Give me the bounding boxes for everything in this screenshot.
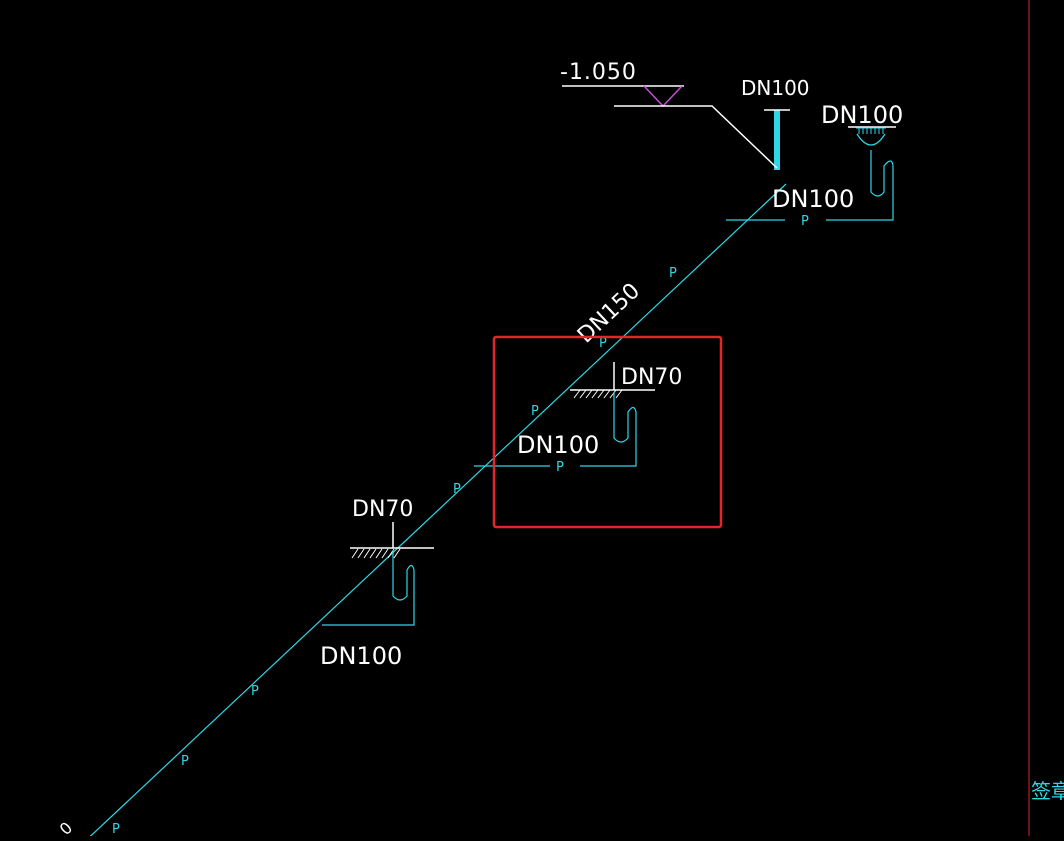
- branch-low-size-label: DN100: [320, 642, 402, 670]
- fixture-size-label: DN70: [621, 365, 682, 390]
- fixture-dn70-mid: DN70: [570, 362, 682, 467]
- trap-pipe: [322, 550, 415, 626]
- branch-top-size-label: DN100: [772, 185, 854, 213]
- trap-pipe: [826, 150, 894, 221]
- floor-drain-grate-icon: [856, 127, 886, 134]
- fixture-hatch-icon: [573, 389, 623, 399]
- pipe-code-marker: P: [453, 482, 461, 497]
- pipe-code-marker: P: [112, 822, 120, 836]
- floor-drain-top-right: DN100: [821, 101, 903, 221]
- pipe-code-marker: P: [801, 214, 809, 229]
- highlight-box[interactable]: [492, 335, 723, 529]
- stamp-label: 签章: [1031, 779, 1064, 803]
- pipe-code-marker: P: [251, 684, 259, 699]
- main-pipe-line: [84, 183, 787, 841]
- fixture-hatch-icon: [351, 548, 401, 559]
- pipe-code-marker: P: [556, 460, 564, 475]
- elevation-triangle-icon: [643, 85, 683, 108]
- pipe-code-markers: P P P P P P P: [112, 266, 677, 837]
- elevation-text: -1.050: [560, 60, 637, 85]
- riser-size-label: DN100: [741, 76, 810, 100]
- fixture-dn70-low: DN70: [322, 497, 434, 626]
- fixture-size-label: DN70: [352, 497, 413, 522]
- floor-drain-bowl-icon: [856, 133, 886, 146]
- pipe-code-marker: P: [669, 266, 677, 281]
- pipe-code-marker: P: [599, 336, 607, 351]
- floor-drain-size-label: DN100: [821, 101, 903, 129]
- cut-off-label: 0: [56, 818, 76, 836]
- pipe-code-marker: P: [181, 754, 189, 769]
- elevation-leader-line: [614, 105, 778, 169]
- pipe-code-marker: P: [531, 404, 539, 419]
- branch-mid-size-label: DN100: [517, 431, 599, 459]
- elevation-marker: -1.050: [560, 60, 778, 169]
- trap-pipe: [580, 392, 637, 467]
